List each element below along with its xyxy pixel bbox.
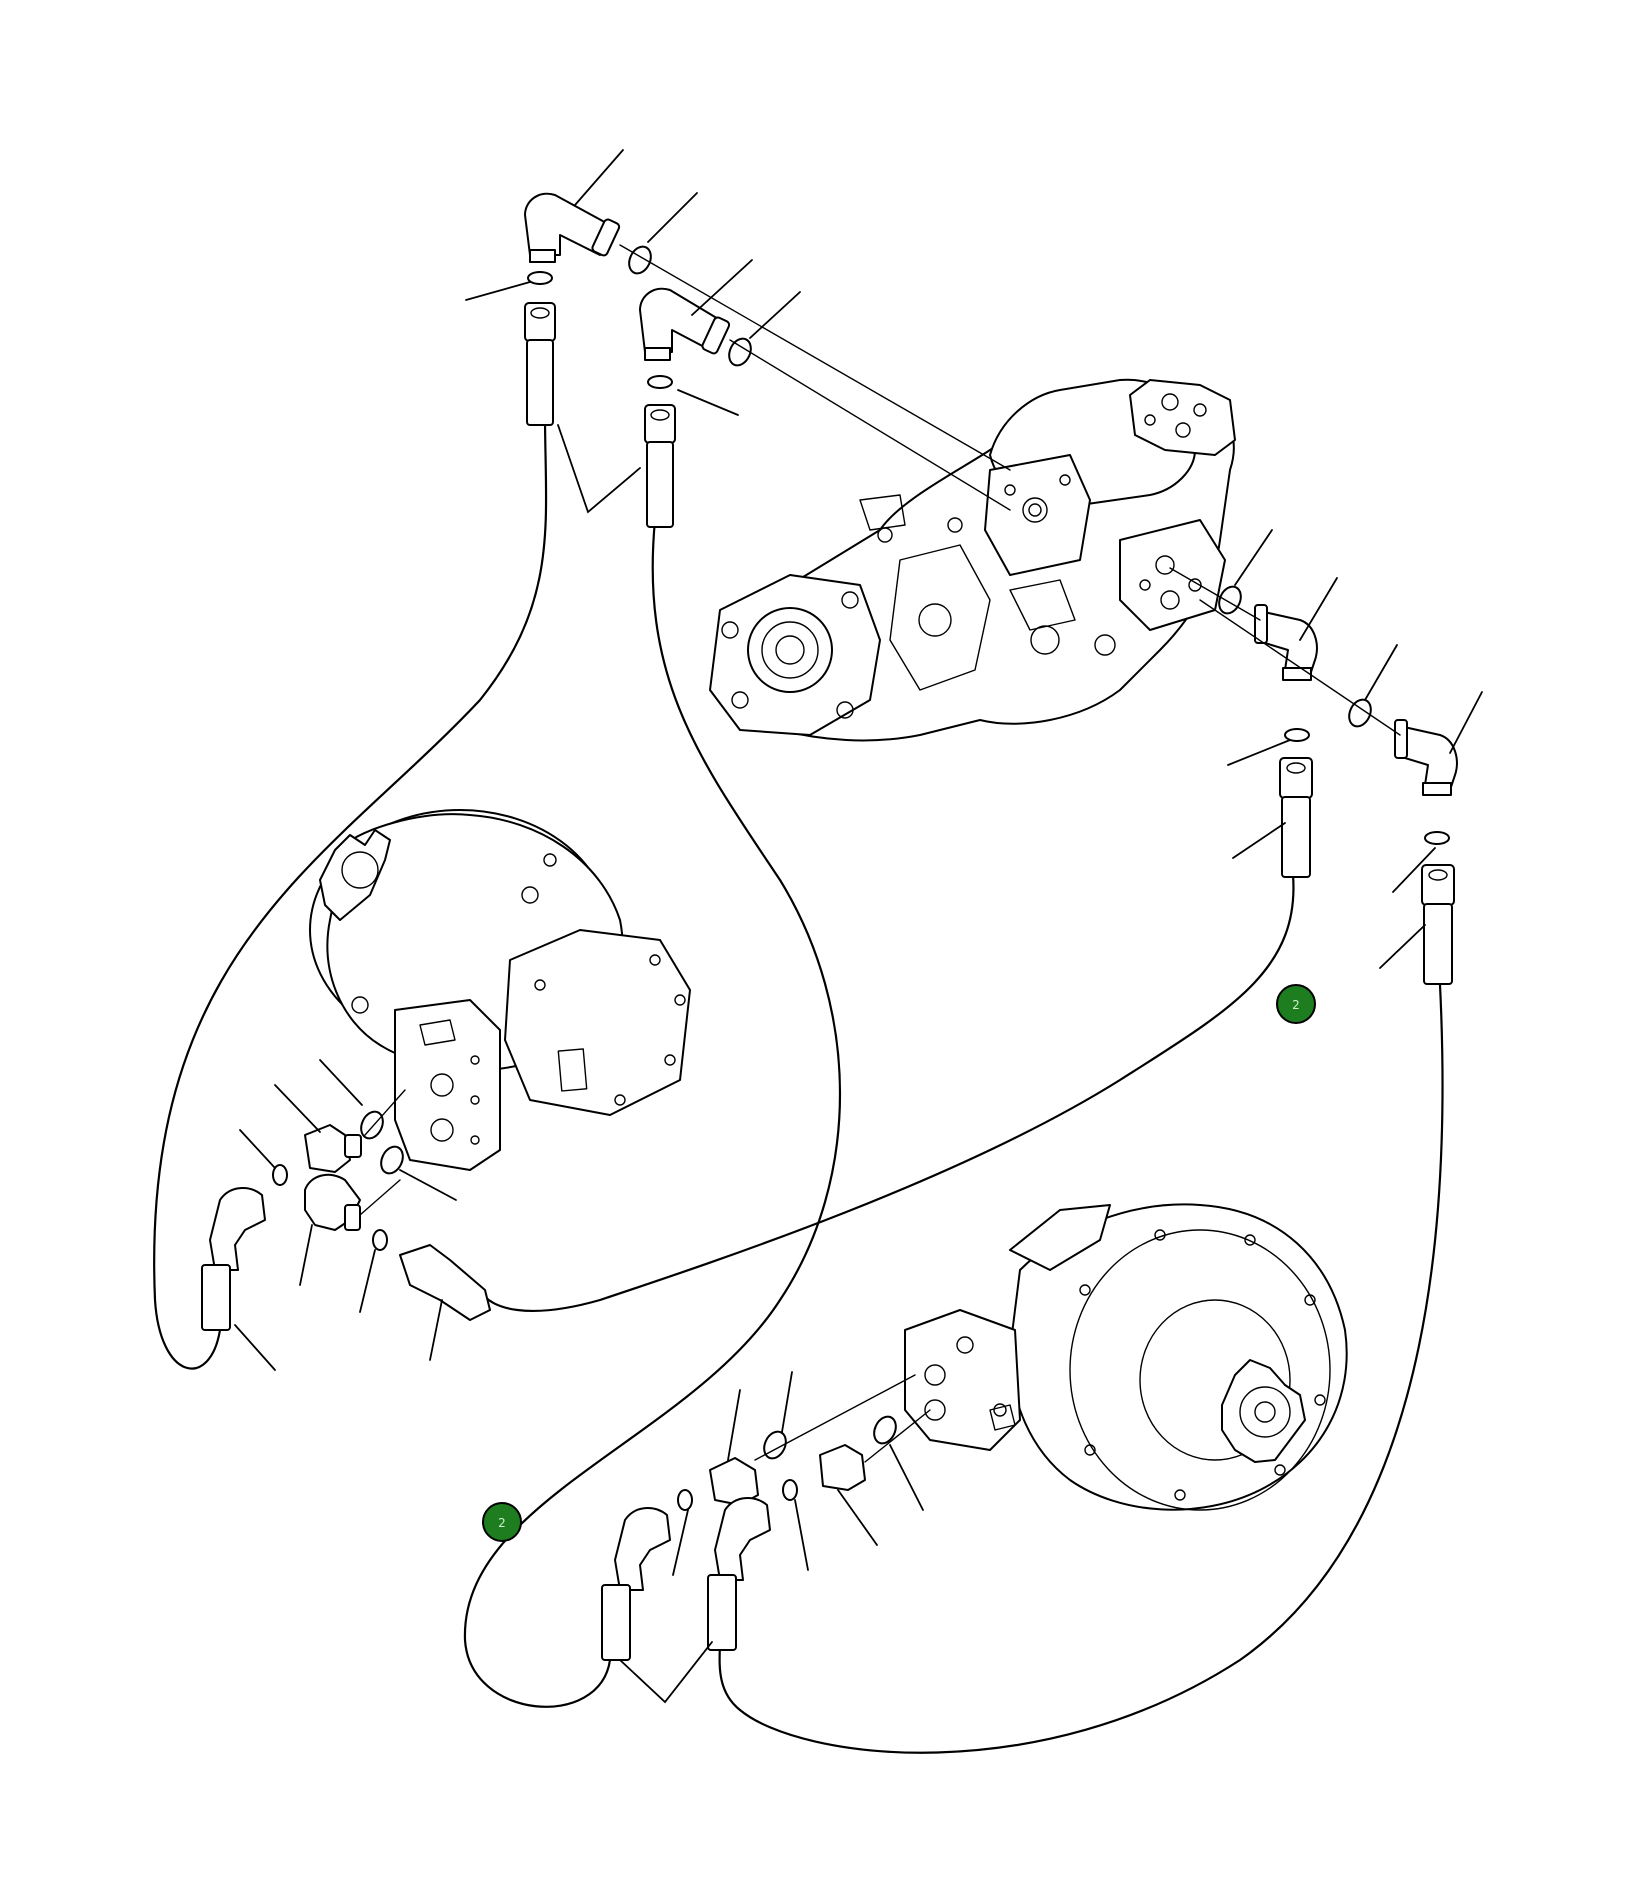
straight-adapter [399,1244,491,1321]
callout-leaders [234,149,1483,1704]
o-ring [360,1110,384,1140]
hose-elbow-end [714,1497,771,1581]
right-travel-motor [904,1203,1348,1511]
elbow-fitting-top-2 [639,287,721,353]
o-ring [1348,698,1372,728]
right-fittings [1169,567,1458,985]
o-ring [1284,728,1310,742]
left-travel-motor [309,809,691,1171]
o-ring [677,1489,693,1511]
hose-4 [718,983,1444,1754]
left-motor-fittings [201,1089,491,1331]
hose-2 [463,518,842,1708]
straight-fitting [819,1444,866,1491]
o-ring [1424,831,1450,845]
right-motor-fittings [601,1374,931,1661]
o-ring [647,375,673,389]
o-ring [272,1164,288,1186]
marker-label: 2 [1292,998,1300,1012]
o-ring [380,1145,404,1175]
straight-fitting [304,1124,351,1173]
o-ring [728,337,752,367]
hose-end-fitting [1279,757,1313,799]
o-ring [782,1479,798,1501]
top-fittings [524,192,1011,528]
o-ring [372,1229,388,1251]
o-ring [527,271,553,285]
marker-2-upper[interactable]: 2 [1276,984,1316,1024]
hydraulic-pump-assembly [709,378,1236,742]
o-ring [628,245,652,275]
marker-2-lower[interactable]: 2 [482,1502,522,1542]
hydraulic-hoses [153,413,1444,1754]
marker-circle[interactable] [1276,984,1316,1024]
elbow-fitting-top-1 [524,192,611,256]
hose-1 [153,413,548,1370]
marker-circle[interactable] [482,1502,522,1542]
hose-elbow-end [614,1507,671,1591]
marker-label: 2 [498,1516,506,1530]
hose-elbow-end [209,1187,266,1271]
elbow-fitting-right-2 [1394,724,1458,791]
hose-3 [478,873,1295,1312]
elbow-fitting-right-1 [1254,609,1318,676]
o-ring [1218,585,1242,615]
straight-fitting [709,1457,759,1506]
o-ring [873,1415,897,1445]
o-ring [763,1430,787,1460]
hose-end-fitting [1421,864,1455,906]
